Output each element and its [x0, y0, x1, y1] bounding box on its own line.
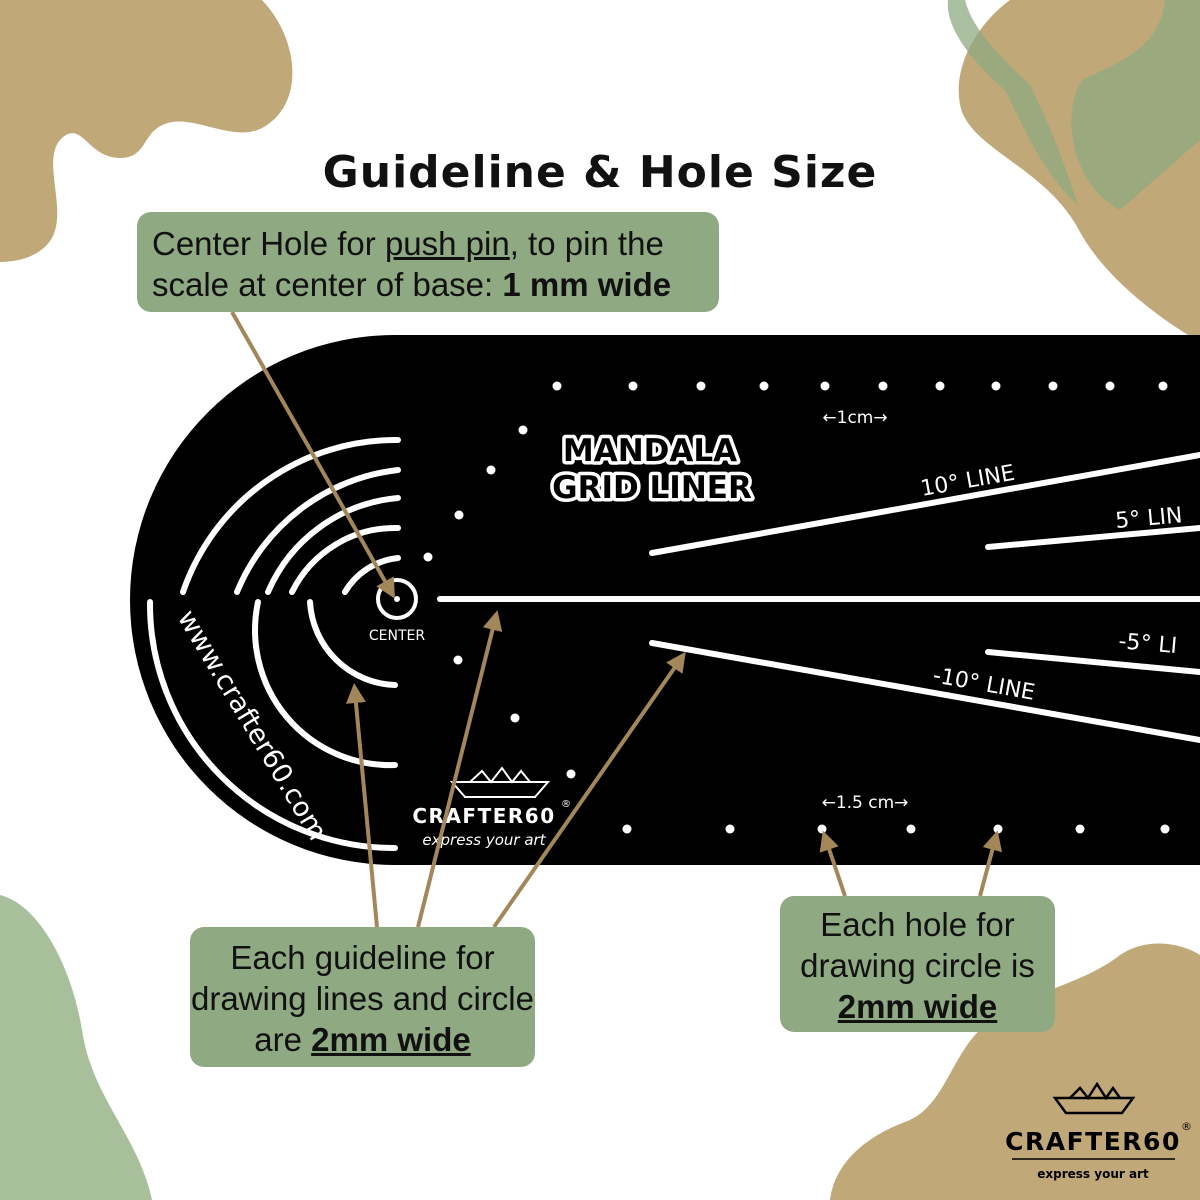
hole — [906, 824, 916, 834]
hole — [518, 425, 528, 435]
callout-bold: 1 mm wide — [502, 266, 672, 303]
tan-leaf-top-left — [0, 0, 293, 262]
center-ring — [376, 578, 418, 620]
drawing-holes — [423, 381, 1170, 834]
sage-blob-bottom-left — [0, 895, 152, 1200]
arc-guide-5 — [342, 555, 401, 595]
hole — [1105, 381, 1115, 391]
guideline-neg10-deg — [649, 640, 1200, 743]
callout-center-hole: Center Hole for push pin, to pin the sca… — [137, 212, 719, 312]
brand-title-line-2: GRID LINER — [552, 470, 752, 506]
center-hole — [394, 596, 400, 602]
arrow-to-arc-guide — [345, 683, 379, 928]
hole — [1075, 824, 1085, 834]
hole — [453, 655, 463, 665]
hole — [454, 510, 464, 520]
arrow-to-hole-1 — [819, 830, 847, 897]
callout-bold: 2mm wide — [311, 1021, 471, 1058]
hole — [628, 381, 638, 391]
stencil-crafter60-logo: CRAFTER60 ® express your art — [412, 766, 571, 849]
hole — [510, 713, 520, 723]
hole — [1158, 381, 1168, 391]
arc-guide-3 — [265, 495, 401, 595]
arc-guide-1 — [180, 436, 401, 595]
label-neg5-deg-line: -5° LI — [1117, 629, 1178, 659]
mandala-grid-liner-logo: MANDALA GRID LINER — [549, 430, 756, 510]
page-title: Guideline & Hole Size — [322, 147, 878, 199]
tan-blob-bottom-right — [830, 943, 1200, 1200]
hole — [622, 824, 632, 834]
arc-guide-8 — [146, 599, 398, 852]
hole — [552, 381, 562, 391]
guideline-5-deg — [985, 525, 1200, 550]
arc-guide-2 — [234, 467, 401, 595]
hole — [1160, 824, 1170, 834]
label-5-deg-line: 5° LIN — [1114, 503, 1183, 534]
hole — [423, 552, 433, 562]
center-label: CENTER — [369, 628, 425, 644]
hole — [1048, 381, 1058, 391]
hole — [566, 769, 576, 779]
sage-leaf-top-right — [947, 0, 1200, 210]
arrow-to-neg10-line — [492, 651, 686, 929]
callout-text: , to pin the scale at center of base: — [152, 225, 664, 303]
spacing-label-top: ←1cm→ — [822, 408, 887, 428]
arrow-to-center-line — [416, 610, 503, 928]
callout-text: Each guideline for drawing lines and cir… — [190, 939, 534, 1058]
callout-text: Each hole for drawing circle is — [800, 906, 1035, 984]
hole — [878, 381, 888, 391]
callout-text: Center Hole for — [152, 225, 385, 262]
stencil-logo-name: CRAFTER60 — [412, 804, 555, 828]
callout-bold: 2mm wide — [837, 988, 998, 1025]
footer-logo-tagline: express your art — [1037, 1167, 1149, 1181]
guideline-10-deg — [649, 452, 1200, 556]
arc-guide-6 — [307, 599, 398, 688]
registered-mark-icon: ® — [1181, 1120, 1192, 1133]
spacing-label-bottom: ←1.5 cm→ — [822, 793, 909, 813]
arrow-to-center-hole — [230, 311, 395, 599]
hole — [696, 381, 706, 391]
callout-guideline-width: Each guideline for drawing lines and cir… — [190, 927, 535, 1067]
hole — [991, 381, 1001, 391]
guideline-neg5-deg — [985, 649, 1200, 675]
paper-boat-icon — [1052, 1081, 1136, 1115]
hole — [759, 381, 769, 391]
hole — [486, 465, 496, 475]
footer-logo-name: CRAFTER60 — [1005, 1127, 1181, 1156]
arc-guide-4 — [289, 524, 401, 595]
hole — [725, 824, 735, 834]
arrow-to-hole-2 — [978, 830, 1003, 897]
angle-guidelines — [437, 452, 1200, 743]
hole — [935, 381, 945, 391]
hole — [820, 381, 830, 391]
callout-hole-width: Each hole for drawing circle is 2mm wide — [780, 896, 1055, 1032]
paper-boat-icon — [449, 766, 551, 798]
registered-mark-icon: ® — [561, 799, 571, 810]
push-pin-text: push pin — [384, 225, 510, 262]
brand-title-line-1: MANDALA — [563, 433, 737, 469]
stencil-logo-tagline: express your art — [422, 831, 546, 849]
